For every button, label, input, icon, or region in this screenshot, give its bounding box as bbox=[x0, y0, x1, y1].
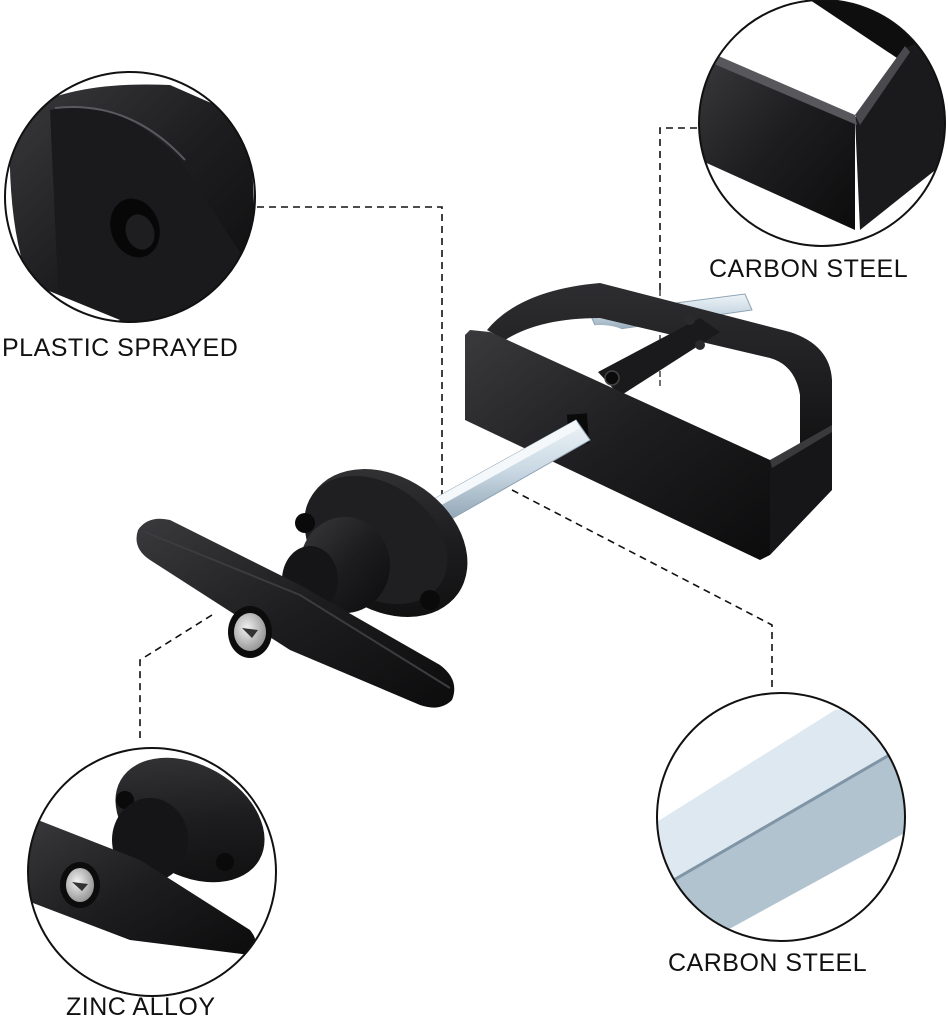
leader-lines bbox=[139, 127, 773, 738]
callout-label-zinc-alloy: ZINC ALLOY bbox=[66, 993, 216, 1021]
callout-ring-plastic bbox=[4, 71, 256, 323]
callout-ring-zinc bbox=[27, 747, 277, 997]
callout-ring-carbon-bottom bbox=[656, 692, 906, 942]
callout-label-carbon-steel-spindle: CARBON STEEL bbox=[668, 949, 868, 977]
product-main bbox=[136, 283, 832, 708]
callout-ring-carbon-top bbox=[698, 0, 946, 247]
callout-label-carbon-steel-bracket: CARBON STEEL bbox=[709, 255, 909, 283]
leader-zinc bbox=[139, 614, 213, 738]
bracket bbox=[465, 283, 832, 560]
callout-circle-carbon-bottom bbox=[657, 693, 905, 941]
callout-circle-plastic bbox=[5, 72, 255, 322]
leader-carbon-bottom bbox=[511, 489, 773, 690]
leader-plastic bbox=[257, 206, 443, 545]
callout-label-plastic-sprayed: PLASTIC SPRAYED bbox=[2, 334, 239, 362]
callout-circle-zinc bbox=[28, 748, 276, 996]
leader-carbon-top bbox=[659, 127, 697, 300]
callout-circle-carbon-top bbox=[699, 0, 945, 246]
t-handle bbox=[136, 518, 455, 708]
